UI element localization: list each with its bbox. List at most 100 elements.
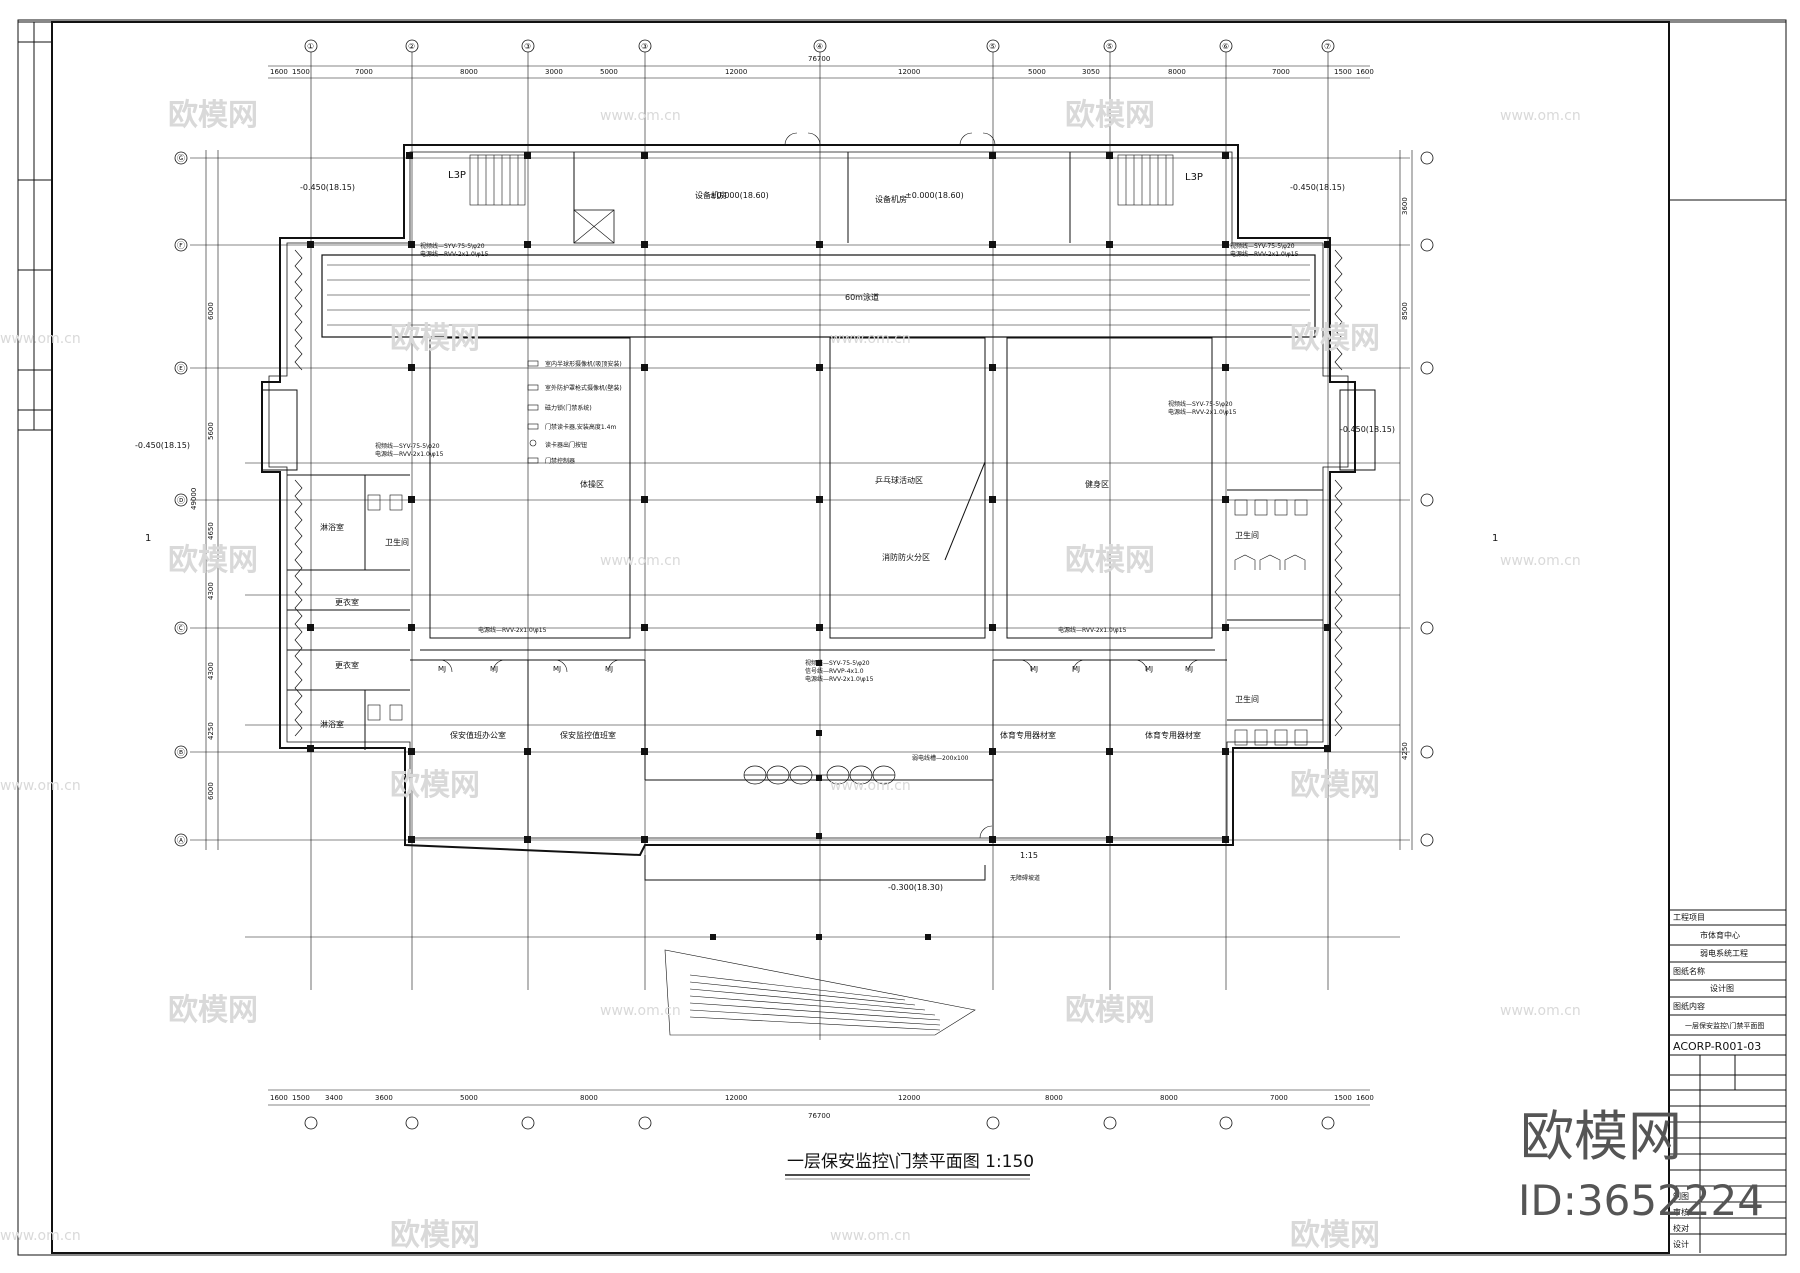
controller-icon	[527, 457, 539, 464]
elev-6: ±0.000(18.60)	[905, 191, 964, 200]
legend-0: 室内半球形摄像机(吸顶安装)	[545, 360, 622, 368]
label-equip-left: 设备机房	[695, 190, 727, 200]
cable-note-0: 视频线—SYV-75-5\φ20	[420, 242, 485, 250]
section-mark-right: 1	[1492, 533, 1498, 544]
tb-drawing-no: ACORP-R001-03	[1673, 1040, 1761, 1053]
label-fire-zone: 消防防火分区	[882, 552, 930, 562]
axis-top-5: ⑤	[989, 42, 996, 51]
wm-url-2: www.om.cn	[1500, 108, 1581, 124]
device-legend: 室内半球形摄像机(吸顶安装) 室外防护罩枪式摄像机(壁装) 磁力锁(门禁系统) …	[527, 360, 622, 465]
dim-top-0: 1600	[270, 68, 288, 76]
cable-note-2: 视频线—SYV-75-5\φ20	[1230, 242, 1295, 250]
label-hall-right: 健身区	[1085, 479, 1109, 489]
dim-side-r3: 4250	[1401, 742, 1409, 760]
label-toilet-l: 卫生间	[385, 537, 409, 547]
dim-bot-7: 12000	[898, 1094, 920, 1102]
wm-brand-9: 欧模网	[168, 993, 258, 1028]
exit-button-icon	[529, 439, 537, 447]
drawing-title-text: 一层保安监控\门禁平面图 1:150	[787, 1152, 1034, 1172]
label-equip-right: 设备机房	[875, 194, 907, 204]
cable-note-8: 电源线—RVV-2x1.0\φ15	[478, 626, 547, 634]
wm-url-4: www.om.cn	[0, 331, 81, 347]
tb-footer-0: 审核	[1673, 1207, 1689, 1217]
dim-top-7: 12000	[898, 68, 920, 76]
wm-url-12: www.om.cn	[0, 1228, 81, 1244]
tb-row-3: 图纸名称	[1673, 966, 1705, 976]
axis-grid	[190, 40, 1410, 1040]
dim-top-9: 3050	[1082, 68, 1100, 76]
dimension-lines	[205, 65, 1413, 1106]
stairs	[469, 154, 1174, 1036]
cable-note-3: 电源线—RVV-2x1.0\φ15	[1230, 250, 1299, 258]
tag-mj-1: MJ	[438, 665, 446, 673]
dim-side-r1: 8500	[1401, 302, 1409, 320]
dimension-text: 76700 76700 1600 1500 7000 8000 3000 500…	[190, 55, 1409, 1120]
dim-top-13: 1600	[1356, 68, 1374, 76]
dim-side-1: 4250	[207, 722, 215, 740]
wm-brand-3: 欧模网	[390, 321, 480, 356]
label-office1: 保安值班办公室	[450, 730, 506, 740]
card-reader-icon	[527, 423, 539, 430]
dim-bot-9: 8000	[1160, 1094, 1178, 1102]
curtain-wall-zigzag	[294, 249, 1343, 737]
label-pool: 60m泳道	[845, 292, 879, 302]
tb-footer-3: 制图	[1673, 1191, 1689, 1201]
axis-top-4: ④	[816, 42, 823, 51]
dim-total-bottom: 76700	[808, 1112, 830, 1120]
tag-mj-2: MJ	[490, 665, 498, 673]
tb-row-0: 工程项目	[1673, 913, 1705, 922]
axis-labels: ① ② ③ ③ ④ ⑤ ⑤ ⑥ ⑦ Ⓐ Ⓑ Ⓒ Ⓓ Ⓔ Ⓕ Ⓖ	[177, 42, 1331, 845]
mag-lock-icon	[527, 404, 539, 411]
tb-row-5: 图纸内容	[1673, 1001, 1705, 1011]
axis-top-5b: ⑤	[1106, 42, 1113, 51]
elev-1: -0.450(18.15)	[300, 183, 355, 192]
title-block	[1669, 909, 1786, 1253]
cable-note-12: 电源线—RVV-2x1.0\φ15	[805, 675, 874, 683]
tb-row-6: 一层保安监控\门禁平面图	[1685, 1021, 1764, 1030]
cable-notes: 视频线—SYV-75-5\φ20 电源线—RVV-2x1.0\φ15 视频线—S…	[375, 242, 1299, 762]
label-office2: 保安监控值班室	[560, 730, 616, 740]
tag-mj-7: MJ	[1145, 665, 1153, 673]
ramp-note: 无障碍坡道	[1010, 874, 1040, 882]
axis-side-a: Ⓐ	[177, 836, 185, 845]
dim-bot-6: 12000	[725, 1094, 747, 1102]
dim-bot-1: 1500	[292, 1094, 310, 1102]
corner-id: ID:3652224	[1518, 1176, 1764, 1225]
elev-2: -0.450(18.15)	[1290, 183, 1345, 192]
wm-url-9: www.om.cn	[600, 1003, 681, 1019]
dim-bot-8: 8000	[1045, 1094, 1063, 1102]
elev-4: -0.450(18.15)	[1340, 425, 1395, 434]
wm-url-10: www.om.cn	[1500, 1003, 1581, 1019]
axis-bubbles	[174, 39, 1434, 1130]
label-office4: 体育专用器材室	[1145, 730, 1201, 740]
legend-2: 磁力锁(门禁系统)	[545, 404, 592, 412]
elev-3: -0.450(18.15)	[135, 441, 190, 450]
axis-top-3: ③	[524, 42, 531, 51]
label-office3: 体育专用器材室	[1000, 730, 1056, 740]
axis-top-3b: ③	[641, 42, 648, 51]
label-toilet-r1: 卫生间	[1235, 530, 1259, 540]
dim-top-4: 3000	[545, 68, 563, 76]
dim-bot-12: 1600	[1356, 1094, 1374, 1102]
elev-7: -0.300(18.30)	[888, 883, 943, 892]
label-changing-1: 淋浴室	[320, 522, 344, 532]
label-changing-3: 更衣室	[335, 660, 359, 670]
cable-note-9: 电源线—RVV-2x1.0\φ15	[1058, 626, 1127, 634]
tag-mj-3: MJ	[553, 665, 561, 673]
dim-top-5: 5000	[600, 68, 618, 76]
wm-brand-1: 欧模网	[168, 98, 258, 133]
wm-url-3: www.om.cn	[830, 331, 911, 347]
dim-bot-4: 5000	[460, 1094, 478, 1102]
cable-note-5: 电源线—RVV-2x1.0\φ15	[375, 450, 444, 458]
camera-dome-icon	[527, 360, 539, 367]
wm-brand-10: 欧模网	[1065, 993, 1155, 1028]
label-hall-left: 体操区	[580, 479, 604, 489]
dim-top-3: 8000	[460, 68, 478, 76]
tb-footer-1: 校对	[1673, 1223, 1689, 1233]
axis-top-7: ⑦	[1324, 42, 1331, 51]
axis-side-d: Ⓓ	[177, 496, 185, 505]
dim-top-11: 7000	[1272, 68, 1290, 76]
label-changing-2: 更衣室	[335, 597, 359, 607]
wm-brand-4: 欧模网	[1290, 321, 1380, 356]
tb-row-4: 设计图	[1710, 983, 1734, 993]
